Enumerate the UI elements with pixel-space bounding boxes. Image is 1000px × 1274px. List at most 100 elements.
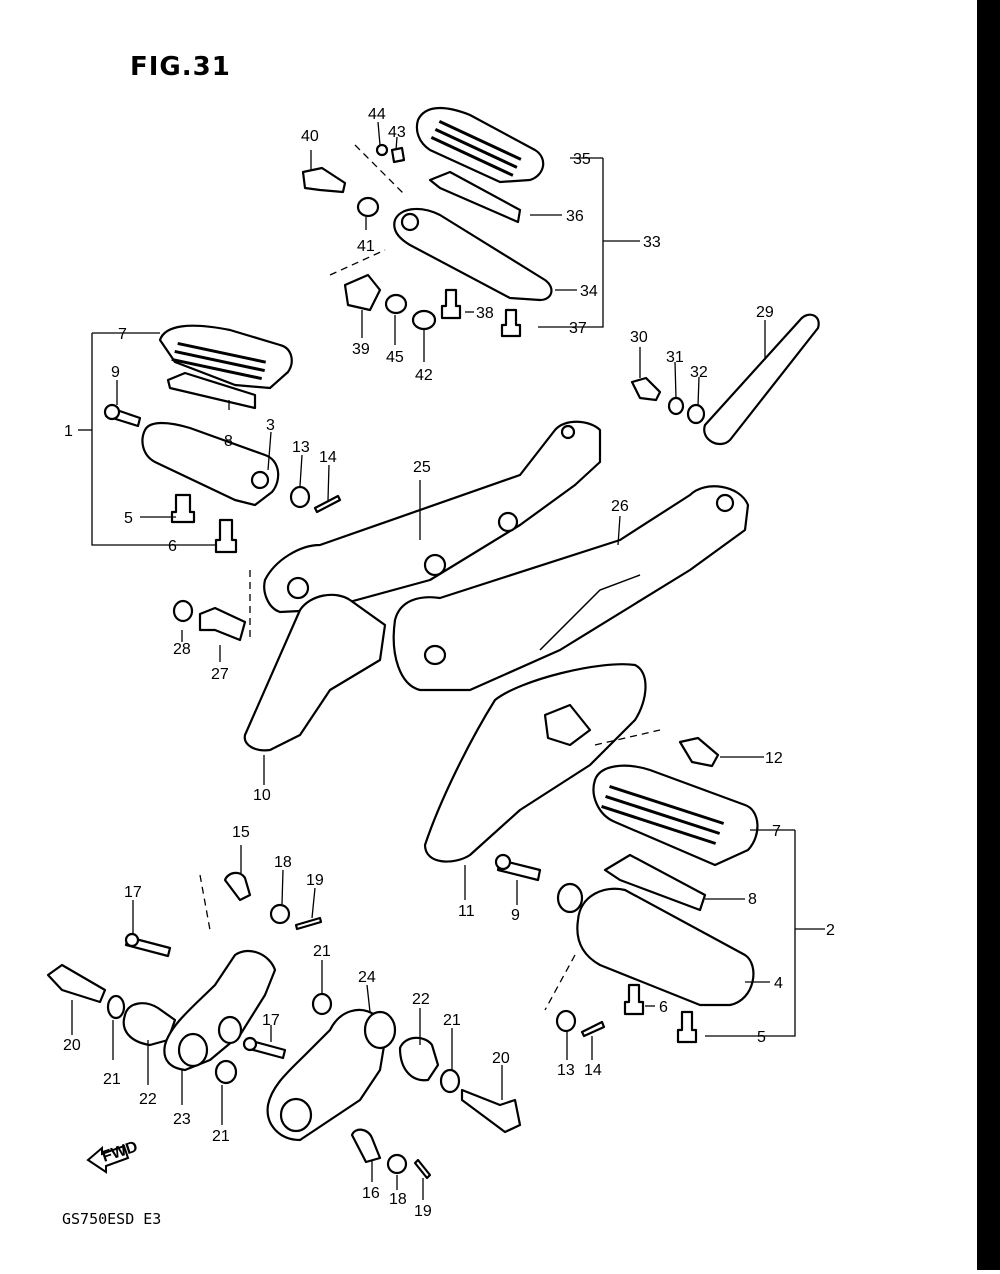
callout-14a: 14: [319, 449, 337, 466]
figure-title: FIG.31: [130, 52, 231, 82]
callout-6b: 6: [659, 999, 668, 1016]
bolt-5b: [676, 1010, 698, 1044]
callout-30: 30: [630, 329, 648, 346]
pin-19a: [294, 916, 323, 931]
bracket-26: [392, 485, 750, 692]
callout-21c: 21: [212, 1128, 230, 1145]
callout-40: 40: [301, 128, 319, 145]
callout-6a: 6: [168, 538, 177, 555]
callout-13a: 13: [292, 439, 310, 456]
callout-18a: 18: [274, 854, 292, 871]
lever-24-hole: [363, 1010, 397, 1050]
callout-11: 11: [458, 903, 475, 920]
bolt-20a: [46, 963, 107, 1004]
cotter-pin-14a: [313, 494, 342, 514]
washer-32: [686, 403, 706, 425]
hole-25c: [497, 511, 519, 533]
washer-21a: [106, 994, 126, 1020]
callout-5a: 5: [124, 510, 133, 527]
callout-16: 16: [362, 1185, 380, 1202]
exploded-view: FWD: [46, 106, 835, 1220]
callout-26: 26: [611, 498, 629, 515]
bolt-37: [500, 308, 522, 338]
lever-23-hole-a: [177, 1032, 209, 1068]
callout-35: 35: [573, 151, 591, 168]
callout-39: 39: [352, 341, 370, 358]
pin-19b: [413, 1158, 432, 1180]
nut-42: [411, 309, 437, 331]
ball-44: [375, 143, 389, 157]
bolt-6b: [623, 983, 645, 1016]
cotter-pin-14b: [580, 1020, 606, 1038]
washer-45: [384, 293, 408, 315]
callout-13b: 13: [557, 1062, 575, 1079]
callout-34: 34: [580, 283, 598, 300]
callout-1: 1: [64, 423, 73, 440]
bolt-38: [440, 288, 462, 320]
pin-head-17a: [124, 932, 140, 948]
callout-12: 12: [765, 750, 783, 767]
callout-45: 45: [386, 349, 404, 366]
callout-19a: 19: [306, 872, 324, 889]
lever-24-hole-b: [279, 1097, 313, 1133]
callout-28: 28: [173, 641, 191, 658]
hole-25d: [560, 424, 576, 440]
bushing-22b: [398, 1036, 440, 1082]
bracket-10: [243, 593, 387, 752]
washer-41: [356, 196, 380, 218]
washer-21d: [439, 1068, 461, 1094]
bolt-12: [678, 736, 720, 768]
footrest-rubber-left: [158, 324, 293, 390]
footrest-rubber-pillion: [415, 107, 545, 184]
heel-guard-11: [423, 663, 647, 863]
callout-7b: 7: [772, 823, 781, 840]
pivot-34: [400, 212, 420, 232]
footrest-pivot-left: [250, 470, 270, 490]
callout-29: 29: [756, 304, 774, 321]
callout-20a: 20: [63, 1037, 81, 1054]
bolt-20b: [460, 1088, 522, 1134]
spring-16: [350, 1128, 382, 1164]
bolt-27: [198, 606, 247, 642]
forward-arrow-icon: FWD: [86, 1138, 140, 1174]
callout-31: 31: [666, 349, 684, 366]
lever-23-hole-b: [217, 1015, 243, 1045]
bolt-40: [301, 166, 347, 194]
callout-9a: 9: [111, 364, 120, 381]
bracket-25: [263, 420, 602, 614]
callout-25: 25: [413, 459, 431, 476]
callout-21b: 21: [103, 1071, 121, 1088]
hole-25a: [286, 576, 310, 600]
callout-21a: 21: [313, 943, 331, 960]
callout-43: 43: [388, 124, 406, 141]
page-edge-bar: [977, 0, 1000, 1270]
spring-43: [390, 146, 406, 164]
hole-25b: [423, 553, 447, 577]
footrest-left: [141, 421, 280, 507]
callout-27: 27: [211, 666, 229, 683]
bracket-39: [343, 273, 382, 312]
callout-7a: 7: [118, 326, 127, 343]
callout-41: 41: [357, 238, 375, 255]
callout-19b: 19: [414, 1203, 432, 1220]
callout-2: 2: [826, 922, 835, 939]
callout-23: 23: [173, 1111, 191, 1128]
callout-21d: 21: [443, 1012, 461, 1029]
footrest-4: [576, 887, 755, 1007]
plate-8b: [603, 853, 707, 912]
pin-head-9b: [494, 853, 512, 871]
callout-15: 15: [232, 824, 250, 841]
hole-26a: [715, 493, 735, 513]
washer-18a: [269, 903, 291, 925]
bolt-5a: [170, 493, 196, 524]
washer-21c: [311, 992, 333, 1016]
callout-4: 4: [774, 975, 783, 992]
callout-5b: 5: [757, 1029, 766, 1046]
callout-38: 38: [476, 305, 494, 322]
callout-3: 3: [266, 417, 275, 434]
callout-18b: 18: [389, 1191, 407, 1208]
bolt-6a: [214, 518, 238, 554]
callout-14b: 14: [584, 1062, 602, 1079]
plate-36: [428, 170, 522, 224]
